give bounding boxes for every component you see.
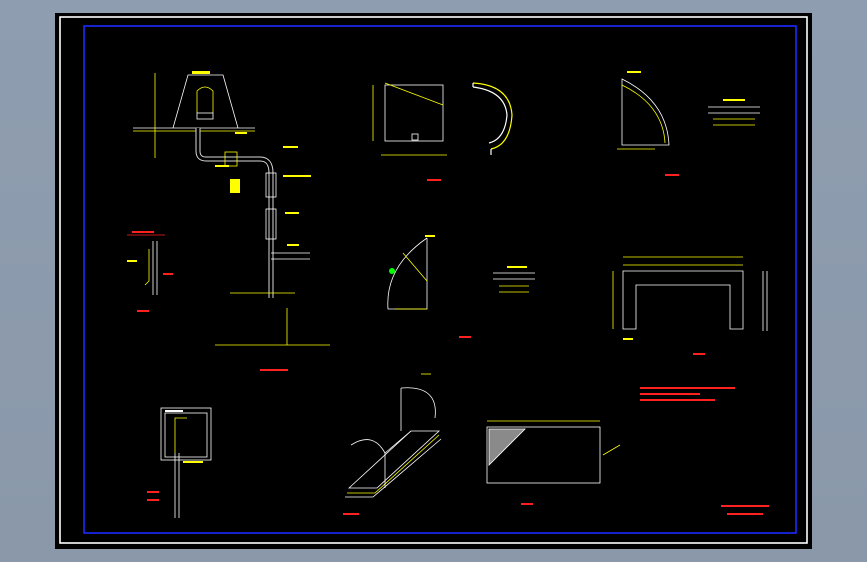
view-hook [472,82,513,155]
drawing-svg [59,16,808,544]
outer-frame [59,16,808,544]
title-notes [721,505,769,515]
view-u-frame [612,256,768,355]
riser-labels [192,71,311,371]
green-marker [389,268,395,274]
view-hatched-plate [486,420,621,505]
notes-block [640,387,735,401]
drawing-sheet[interactable] [55,13,812,549]
inner-frame [83,25,797,534]
view-pipe-box [147,407,212,518]
view-section-small-2 [493,266,535,293]
view-riser-assembly [133,73,330,346]
view-bracket-detail [127,231,173,312]
view-segment-plate [387,235,471,338]
view-plate-a [372,82,447,181]
view-iso-support [343,373,442,515]
view-quarter-plate [617,71,679,176]
view-section-small-1 [708,99,760,126]
